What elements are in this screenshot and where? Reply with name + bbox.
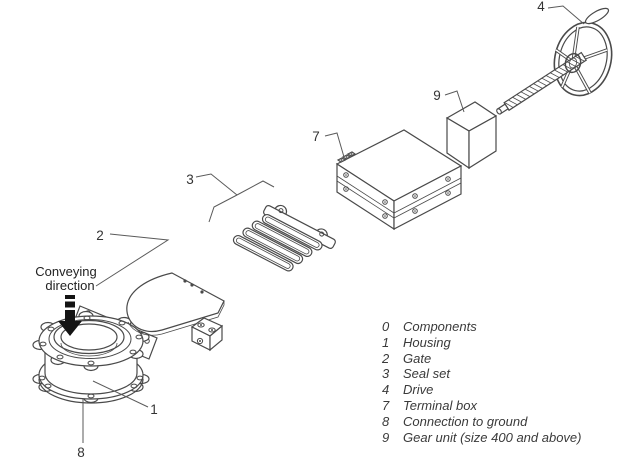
legend-label: Gate xyxy=(403,351,431,366)
leader-line-4 xyxy=(547,5,585,25)
terminal-box-part xyxy=(335,129,463,231)
legend-label: Gear unit (size 400 and above) xyxy=(403,430,582,445)
gate-plate xyxy=(126,272,225,332)
terminal-box-connectors xyxy=(336,151,357,163)
legend-label: Housing xyxy=(403,335,451,350)
leader-line-1 xyxy=(92,380,149,408)
callout-1: 1 xyxy=(150,402,158,417)
gland-block-part xyxy=(190,317,224,352)
legend-label: Seal set xyxy=(403,366,451,381)
leader-line-3 xyxy=(195,173,238,196)
legend: 0 Components 1 Housing 2 Gate 3 Seal set… xyxy=(381,319,582,445)
gear-unit-part xyxy=(445,101,498,170)
drive-handwheel-part xyxy=(553,7,613,97)
spindle-part xyxy=(496,51,588,115)
callout-9: 9 xyxy=(433,88,441,103)
leader-line-7 xyxy=(324,132,345,158)
leader-line-2 xyxy=(95,233,170,287)
spindle-shaft xyxy=(503,51,588,112)
conveying-direction-label-line2: direction xyxy=(45,278,94,293)
arrow-head xyxy=(58,321,82,336)
terminal-box-screws xyxy=(343,172,451,219)
leader-line-3-branch-lower xyxy=(208,194,238,223)
conveying-arrow xyxy=(58,295,82,336)
callout-2: 2 xyxy=(96,228,104,243)
leader-line-9 xyxy=(444,90,465,113)
callout-7: 7 xyxy=(312,129,320,144)
legend-num: 8 xyxy=(382,414,390,429)
seal-strips xyxy=(232,213,323,272)
thread-hatching xyxy=(505,56,585,108)
conveying-direction-label-line1: Conveying xyxy=(35,264,96,279)
callout-3: 3 xyxy=(186,172,194,187)
legend-label: Terminal box xyxy=(403,398,477,413)
callout-4: 4 xyxy=(537,0,545,14)
legend-label: Components xyxy=(403,319,477,334)
legend-num: 7 xyxy=(382,398,390,413)
legend-label: Connection to ground xyxy=(403,414,528,429)
legend-label: Drive xyxy=(403,382,433,397)
spindle-hub xyxy=(564,52,582,74)
legend-num: 1 xyxy=(382,335,389,350)
terminal-box-right-face xyxy=(393,165,462,230)
legend-num: 4 xyxy=(382,382,389,397)
seal-set-part xyxy=(232,204,336,272)
leader-lines xyxy=(82,5,585,443)
legend-num: 2 xyxy=(381,351,390,366)
leader-line-3-branch-upper xyxy=(236,180,275,196)
callout-numbers: 1 2 3 4 7 8 9 xyxy=(77,0,545,460)
legend-num: 3 xyxy=(382,366,390,381)
callout-8: 8 xyxy=(77,445,85,460)
handwheel-crank-handle xyxy=(584,7,610,25)
legend-num: 0 xyxy=(382,319,390,334)
legend-num: 9 xyxy=(382,430,389,445)
